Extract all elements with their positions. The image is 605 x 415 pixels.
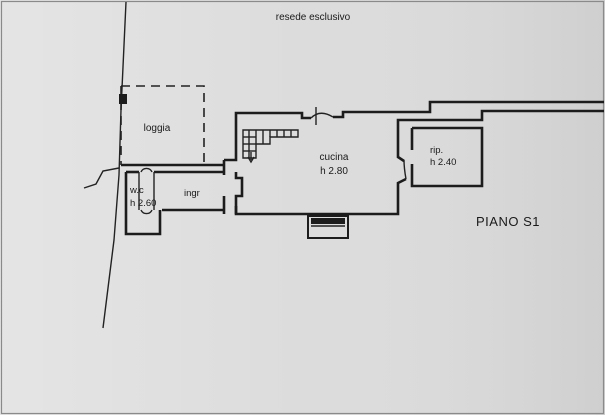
staircase xyxy=(242,107,317,164)
kitchen-walls xyxy=(224,100,604,216)
floor-level-label: PIANO S1 xyxy=(476,214,540,229)
storage-room-walls xyxy=(403,126,484,188)
kitchen-height-label: h 2.80 xyxy=(320,166,348,177)
wc-entrance-walls xyxy=(124,160,226,236)
property-boundary-line xyxy=(102,1,127,329)
storage-height-label: h 2.40 xyxy=(430,157,456,168)
storage-label: rip. xyxy=(430,145,443,156)
wc-label: w.c xyxy=(129,185,144,196)
kitchen-label: cucina xyxy=(320,152,349,163)
loggia-label: loggia xyxy=(144,123,171,134)
light-well-grate xyxy=(307,215,349,239)
outside-area-label: resede esclusivo xyxy=(276,12,351,23)
loggia-outline xyxy=(119,85,224,167)
entrance-label: ingr xyxy=(184,188,200,199)
wc-height-label: h 2.60 xyxy=(130,198,156,209)
ground-line xyxy=(83,167,120,189)
